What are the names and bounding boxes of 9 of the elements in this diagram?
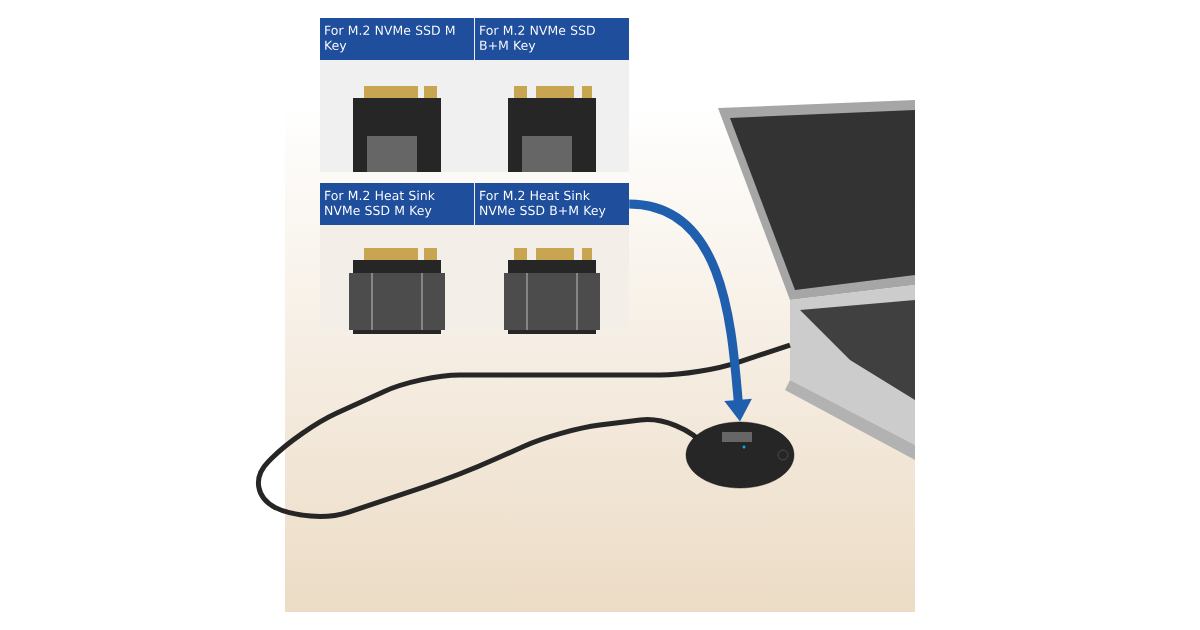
node-label: For M.2 NVMe SSD M Key [325,25,455,53]
ssd-dock-drawing [685,421,795,489]
node-label: For M.2 NVMe SSD B+M Key [480,25,595,53]
heading-band: For M.2 Heat Sink NVMe SSD B+M Key [475,183,629,225]
heading-band: For M.2 NVMe SSD B+M Key [475,18,629,60]
heading-band: For M.2 Heat Sink NVMe SSD M Key [320,183,474,225]
heading-band: For M.2 NVMe SSD M Key [320,18,474,60]
node-label: For M.2 Heat Sink NVMe SSD M Key [325,190,435,218]
node-label: For M.2 Heat Sink NVMe SSD B+M Key [480,190,606,218]
